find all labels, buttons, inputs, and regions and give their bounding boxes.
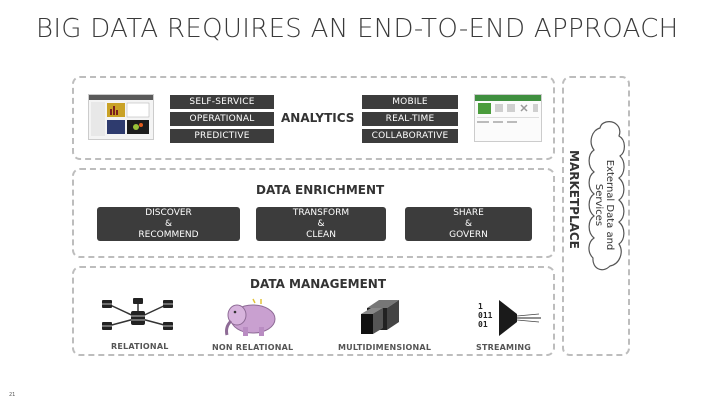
transform-line3: CLEAN: [306, 229, 336, 240]
predictive-button[interactable]: PREDICTIVE: [170, 129, 274, 143]
discover-line2: &: [164, 218, 173, 229]
streaming-icon: [499, 300, 541, 336]
marketplace-label: MARKETPLACE: [567, 150, 581, 249]
cloud-icon: [588, 121, 625, 271]
discover-line1: DISCOVER: [145, 207, 192, 218]
real-time-button[interactable]: REAL-TIME: [362, 112, 458, 126]
marketplace-text: MARKETPLACE: [567, 150, 581, 249]
binary-digits: 1 011 01: [478, 302, 492, 329]
share-line2: &: [464, 218, 473, 229]
operational-button[interactable]: OPERATIONAL: [170, 112, 274, 126]
external-data-text: External Data and Services: [593, 159, 615, 251]
share-line3: GOVERN: [449, 229, 488, 240]
relational-icon: [102, 298, 173, 330]
share-line1: SHARE: [453, 207, 484, 218]
binary-digit-line1: 1: [478, 302, 483, 311]
transform-line2: &: [317, 218, 325, 229]
hadoop-elephant-icon: [225, 298, 276, 336]
data-management-label: DATA MANAGEMENT: [250, 277, 387, 291]
page-number: 21: [9, 392, 16, 398]
discover-line3: RECOMMEND: [138, 229, 199, 240]
external-data-label: External Data and Services: [593, 150, 615, 260]
collaborative-button[interactable]: COLLABORATIVE: [362, 129, 458, 143]
app-screenshot: [474, 94, 542, 142]
mobile-button[interactable]: MOBILE: [362, 95, 458, 109]
slide-title: BIG DATA REQUIRES AN END-TO-END APPROACH: [36, 14, 679, 44]
relational-label: RELATIONAL: [111, 342, 169, 351]
binary-digit-line3: 01: [478, 320, 488, 329]
transform-clean-box[interactable]: TRANSFORM & CLEAN: [256, 207, 386, 241]
share-govern-box[interactable]: SHARE & GOVERN: [405, 207, 532, 241]
binary-digit-line2: 011: [478, 311, 493, 320]
non-relational-label: NON RELATIONAL: [212, 343, 294, 352]
analytics-label: ANALYTICS: [281, 111, 355, 125]
self-service-button[interactable]: SELF-SERVICE: [170, 95, 274, 109]
streaming-label: STREAMING: [476, 343, 532, 352]
multidimensional-label: MULTIDIMENSIONAL: [338, 343, 432, 352]
data-enrichment-label: DATA ENRICHMENT: [256, 183, 385, 197]
discover-recommend-box[interactable]: DISCOVER & RECOMMEND: [97, 207, 240, 241]
cube-icon: [361, 300, 399, 334]
dashboard-screenshot: [88, 94, 154, 140]
transform-line1: TRANSFORM: [292, 207, 350, 218]
